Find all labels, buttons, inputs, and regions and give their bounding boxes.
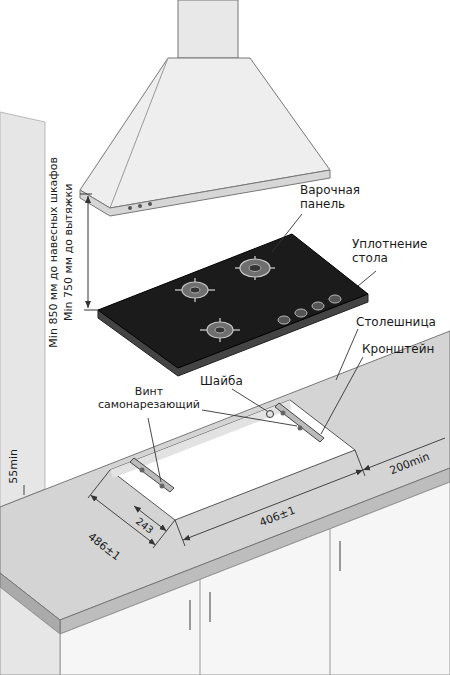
gas-hob	[98, 234, 368, 376]
leader-lines	[148, 214, 376, 482]
part-label: Уплотнение стола	[352, 238, 446, 266]
part-label: Варочная панель	[300, 184, 384, 212]
part-label: Столешница	[356, 316, 436, 330]
side-wall	[0, 112, 45, 507]
height-dimension	[80, 194, 98, 310]
base-cabinets	[0, 482, 450, 675]
cutout-dimensions	[24, 438, 445, 548]
part-label: Кронштейн	[362, 343, 434, 357]
mounting-brackets	[130, 403, 324, 492]
cooker-hood	[80, 0, 330, 216]
countertop-cutout	[110, 400, 355, 520]
dimension-label: Min 750 мм до вытяжки	[63, 183, 76, 320]
part-label: Шайба	[200, 375, 243, 389]
dimension-label: Min 850 мм до навесных шкафов	[47, 157, 60, 348]
part-label: Винт самонарезающий	[94, 386, 204, 411]
dimension-label: 55min	[8, 448, 21, 483]
